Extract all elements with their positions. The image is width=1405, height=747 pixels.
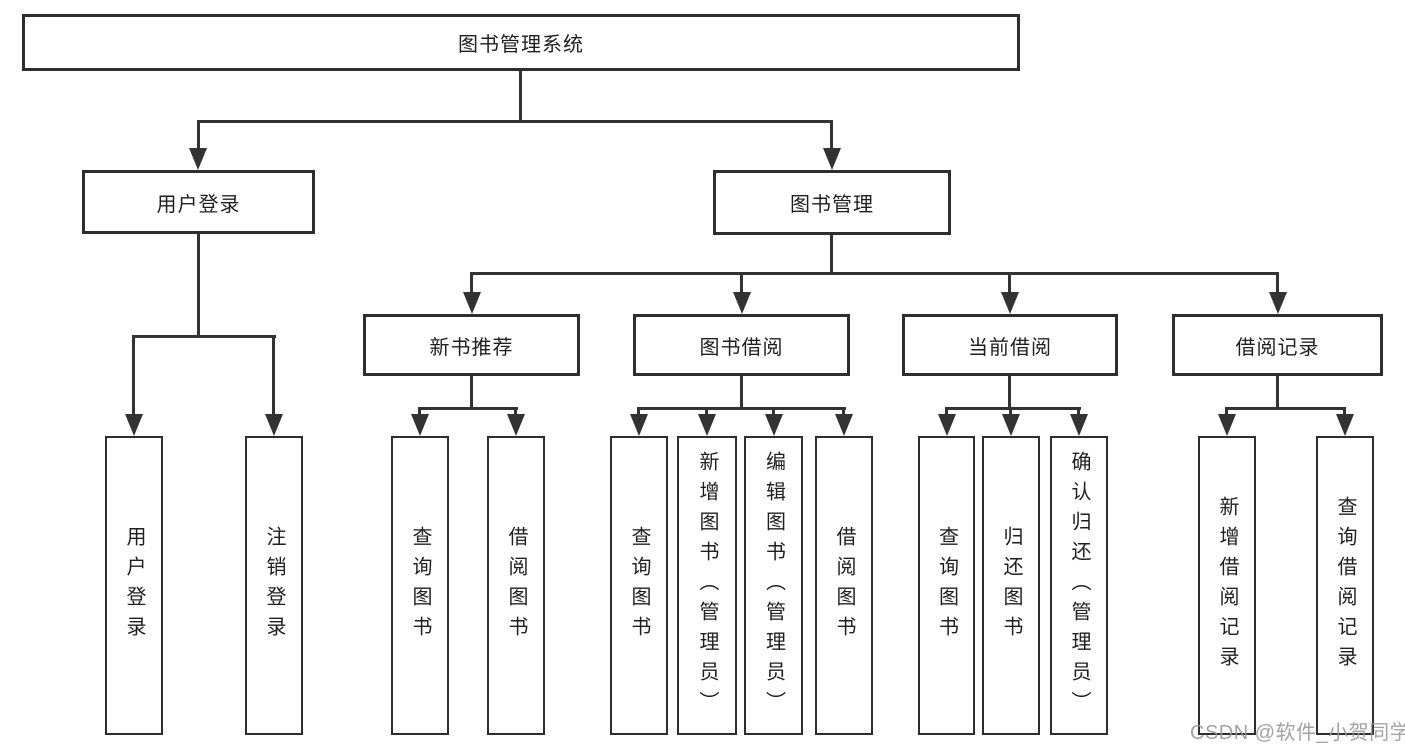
connector-line xyxy=(418,407,421,416)
arrow-down-icon xyxy=(265,414,283,436)
node-leaf-add-books-admin: 新增图书（管理员） xyxy=(677,436,737,735)
arrow-down-icon xyxy=(630,414,648,436)
connector-line xyxy=(945,407,948,416)
node-root-library-management-system: 图书管理系统 xyxy=(22,14,1020,71)
connector-line xyxy=(1225,407,1228,416)
arrow-down-icon xyxy=(938,414,956,436)
connector-line xyxy=(197,120,833,123)
connector-line xyxy=(1008,272,1011,294)
node-user-login: 用户登录 xyxy=(82,170,315,234)
connector-line xyxy=(1008,375,1011,409)
arrow-down-icon xyxy=(1269,292,1287,314)
node-borrowing-records: 借阅记录 xyxy=(1172,314,1383,376)
arrow-down-icon xyxy=(1218,414,1236,436)
connector-line xyxy=(830,120,833,150)
node-leaf-edit-books-admin: 编辑图书（管理员） xyxy=(744,436,803,735)
connector-line xyxy=(519,70,522,122)
connector-line xyxy=(272,335,275,416)
node-leaf-query-books: 查询图书 xyxy=(918,436,975,735)
connector-line xyxy=(637,407,640,416)
connector-line xyxy=(470,272,473,294)
connector-line xyxy=(197,120,200,150)
connector-line xyxy=(132,335,135,416)
connector-line xyxy=(1077,407,1080,416)
connector-line xyxy=(1276,272,1279,294)
arrow-down-icon xyxy=(1070,414,1088,436)
connector-line xyxy=(514,407,517,416)
node-leaf-query-books: 查询图书 xyxy=(391,436,449,735)
node-leaf-borrow-books: 借阅图书 xyxy=(815,436,873,735)
connector-line xyxy=(637,407,846,410)
arrow-down-icon xyxy=(698,414,716,436)
connector-line xyxy=(740,375,743,409)
arrow-down-icon xyxy=(1336,414,1354,436)
connector-line xyxy=(772,407,775,416)
connector-line xyxy=(945,407,1081,410)
connector-line xyxy=(830,234,833,274)
connector-line xyxy=(740,272,743,294)
arrow-down-icon xyxy=(765,414,783,436)
connector-line xyxy=(705,407,708,416)
arrow-down-icon xyxy=(125,414,143,436)
node-new-book-recommendation: 新书推荐 xyxy=(363,314,580,376)
arrow-down-icon xyxy=(1002,414,1020,436)
connector-line xyxy=(470,272,1279,275)
node-leaf-user-login: 用户登录 xyxy=(105,436,163,735)
connector-line xyxy=(418,407,518,410)
connector-line xyxy=(842,407,845,416)
arrow-down-icon xyxy=(823,148,841,170)
arrow-down-icon xyxy=(189,148,207,170)
node-leaf-query-books: 查询图书 xyxy=(610,436,668,735)
node-leaf-query-borrow-record: 查询借阅记录 xyxy=(1316,436,1374,735)
arrow-down-icon xyxy=(835,414,853,436)
connector-line xyxy=(197,233,200,337)
node-book-borrowing: 图书借阅 xyxy=(633,314,850,376)
connector-line xyxy=(1343,407,1346,416)
node-leaf-confirm-return-admin: 确认归还（管理员） xyxy=(1050,436,1108,735)
node-book-management: 图书管理 xyxy=(713,170,951,235)
connector-line xyxy=(132,335,276,338)
watermark: CSDN @软件_小贺同学 xyxy=(1190,722,1405,744)
arrow-down-icon xyxy=(411,414,429,436)
node-leaf-add-borrow-record: 新增借阅记录 xyxy=(1198,436,1256,735)
node-leaf-return-books: 归还图书 xyxy=(982,436,1040,735)
arrow-down-icon xyxy=(1001,292,1019,314)
arrow-down-icon xyxy=(507,414,525,436)
connector-line xyxy=(1225,407,1346,410)
connector-line xyxy=(470,375,473,409)
connector-line xyxy=(1276,375,1279,409)
node-leaf-logout: 注销登录 xyxy=(245,436,303,735)
arrow-down-icon xyxy=(463,292,481,314)
node-leaf-borrow-books: 借阅图书 xyxy=(487,436,545,735)
connector-line xyxy=(1009,407,1012,416)
node-current-borrowing: 当前借阅 xyxy=(902,314,1118,376)
arrow-down-icon xyxy=(733,292,751,314)
